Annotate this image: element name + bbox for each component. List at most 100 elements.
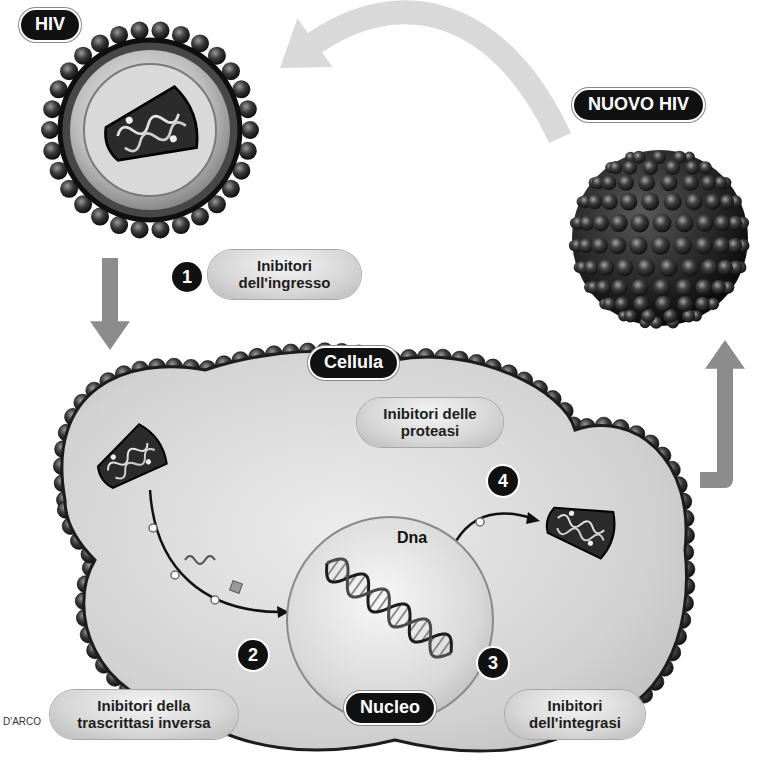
envelope-spike xyxy=(616,259,634,277)
envelope-spike xyxy=(642,160,657,175)
illustration-part xyxy=(145,458,152,465)
envelope-spike xyxy=(591,237,608,254)
envelope-spike xyxy=(685,193,703,211)
drug-class-text: Inibitori dell'ingresso xyxy=(222,257,347,292)
arrow-shaft xyxy=(102,258,118,326)
illustration-part xyxy=(557,514,606,535)
envelope-spike xyxy=(664,193,682,211)
enzyme-block xyxy=(230,581,243,594)
part-label: Dna xyxy=(397,529,427,547)
envelope-spike xyxy=(714,215,730,231)
title-tag: Cellula xyxy=(310,348,397,378)
title-tag: Nucleo xyxy=(346,693,434,723)
envelope-spike xyxy=(618,175,634,191)
flow-arrow xyxy=(280,12,560,138)
virion-body xyxy=(572,150,748,326)
envelope-spike xyxy=(151,220,169,238)
envelope-spike xyxy=(584,260,599,275)
envelope-spike xyxy=(717,260,732,275)
flow-arrow xyxy=(90,258,130,350)
capsid xyxy=(541,496,619,560)
envelope-spike xyxy=(587,194,602,209)
arrow-head xyxy=(90,321,130,350)
envelope-spike xyxy=(601,175,616,190)
drug-class-pill: Inibitori della trascrittasi inversa xyxy=(50,690,238,739)
enzyme-dot xyxy=(171,571,179,579)
envelope-spike xyxy=(623,160,638,175)
capsid xyxy=(96,84,204,176)
illustration-part xyxy=(110,453,117,460)
envelope-spike xyxy=(633,296,649,312)
drug-class-text: Inibitori dell'integrasi xyxy=(519,697,631,732)
envelope-spike xyxy=(629,236,648,255)
envelope-spike xyxy=(665,160,680,175)
envelope-spike xyxy=(719,194,734,209)
callout-number: 4 xyxy=(488,466,518,496)
envelope-spike xyxy=(631,279,648,296)
envelope-spike xyxy=(681,258,699,276)
envelope-spike xyxy=(596,280,611,295)
envelope-spike xyxy=(659,258,677,276)
envelope-spike xyxy=(653,279,671,297)
nuclear-envelope xyxy=(287,517,493,723)
drug-class-text: Inibitori delle proteasi xyxy=(371,405,489,440)
envelope-spike xyxy=(609,237,627,255)
envelope-spike xyxy=(611,279,627,295)
enzyme-dot xyxy=(476,518,484,526)
virus-figure: NUOVO HIV xyxy=(560,88,756,340)
envelope-spike xyxy=(593,215,610,232)
envelope-spike xyxy=(239,142,257,160)
envelope-spike xyxy=(701,175,716,190)
envelope-spike xyxy=(43,142,61,160)
envelope-spike xyxy=(580,216,595,231)
drug-class-pill: Inibitori dell'integrasi xyxy=(505,690,645,739)
envelope-spike xyxy=(641,193,659,211)
illustration-part xyxy=(123,120,188,154)
envelope-spike xyxy=(637,258,655,276)
arrow-head xyxy=(526,512,540,524)
envelope-spike xyxy=(638,174,655,191)
envelope-spike xyxy=(653,214,672,233)
process-arrow xyxy=(150,490,281,612)
credit-note: D'ARCO xyxy=(3,716,41,727)
envelope-spike xyxy=(695,279,711,295)
arrow-head xyxy=(280,18,333,68)
envelope-spike xyxy=(682,175,698,191)
envelope-spike xyxy=(695,297,709,311)
envelope-spike xyxy=(624,309,637,322)
envelope-spike xyxy=(615,297,630,312)
drug-class-pill: Inibitori delle proteasi xyxy=(357,398,503,447)
envelope-spike xyxy=(131,220,149,238)
envelope-spike xyxy=(675,279,692,296)
envelope-spike xyxy=(696,214,714,232)
envelope xyxy=(60,40,240,220)
envelope-spike xyxy=(632,151,645,164)
envelope-spike xyxy=(131,22,149,40)
enzyme-dot xyxy=(211,596,219,604)
illustration-part xyxy=(587,540,593,546)
arrow-shaft xyxy=(700,364,725,480)
envelope-spike xyxy=(241,121,259,139)
process-arrow xyxy=(456,514,531,541)
illustration-part xyxy=(541,496,619,560)
envelope-spike xyxy=(711,280,726,295)
envelope-spike xyxy=(630,214,649,233)
envelope-spike xyxy=(41,121,59,139)
illustration-part xyxy=(169,134,178,143)
envelope-spike xyxy=(151,22,169,40)
envelope-spike xyxy=(673,236,692,255)
illustration-part xyxy=(105,439,149,474)
hiv-virion xyxy=(15,8,280,258)
enzyme-dot xyxy=(149,524,157,532)
envelope-spike xyxy=(655,296,671,312)
drug-class-text: Inibitori della trascrittasi inversa xyxy=(64,697,224,732)
envelope-spike xyxy=(43,100,61,118)
virus-figure: HIV xyxy=(15,8,280,258)
illustration-part xyxy=(84,64,216,196)
envelope-spike xyxy=(620,193,638,211)
dna-strand xyxy=(327,559,451,657)
flow-arrow xyxy=(700,340,745,480)
envelope-spike xyxy=(598,259,615,276)
arrow-head xyxy=(705,340,745,369)
envelope-spike xyxy=(704,193,720,209)
